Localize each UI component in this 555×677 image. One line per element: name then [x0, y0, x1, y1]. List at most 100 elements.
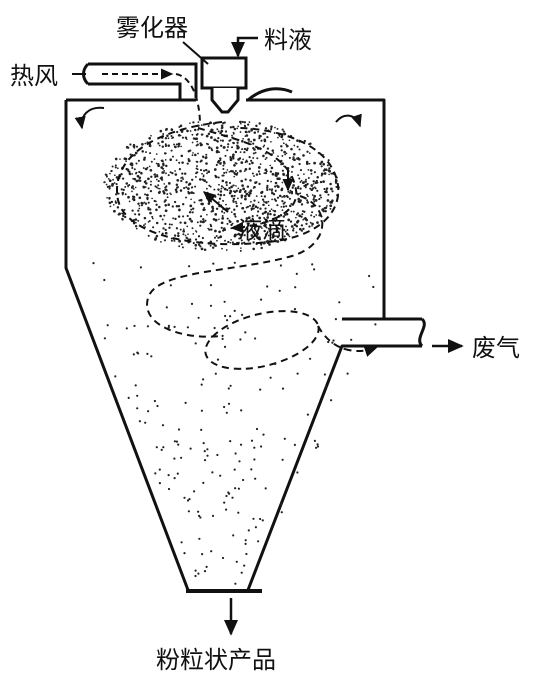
spray-dot — [146, 196, 149, 200]
particle-dot — [313, 439, 316, 442]
falling-particles — [92, 261, 377, 585]
spray-dot — [290, 225, 294, 228]
spray-dot — [243, 234, 246, 237]
spray-dot — [270, 189, 273, 192]
spray-dot — [256, 206, 259, 209]
particle-dot — [250, 468, 253, 471]
particle-dot — [173, 457, 176, 460]
spray-dot — [220, 144, 223, 147]
spray-dot — [331, 201, 333, 204]
spray-dot — [134, 224, 138, 228]
exhaust-pipe — [342, 317, 426, 348]
particle-dot — [242, 478, 245, 482]
spray-dot — [157, 187, 160, 190]
particle-dot — [202, 378, 205, 381]
spray-dot — [264, 207, 267, 210]
particle-dot — [311, 263, 314, 266]
spray-dot — [182, 215, 185, 218]
spray-dot — [202, 156, 205, 159]
spray-dot — [131, 173, 134, 175]
spray-dot — [114, 157, 118, 161]
particle-dot — [226, 319, 229, 322]
spray-dot — [227, 240, 230, 244]
spray-dot — [233, 225, 236, 228]
spray-dot — [325, 190, 328, 194]
spray-dot — [222, 160, 226, 164]
spray-dot — [201, 220, 205, 224]
particle-dot — [175, 440, 178, 443]
spray-dot — [150, 175, 153, 178]
spray-dot — [198, 199, 201, 202]
spray-dot — [313, 200, 316, 203]
particle-dot — [137, 352, 140, 355]
particle-dot — [346, 372, 349, 375]
spray-dot — [109, 172, 111, 175]
spray-dot — [144, 180, 147, 182]
spray-dot — [290, 170, 293, 173]
particle-dot — [165, 306, 168, 309]
spray-dot — [169, 192, 171, 195]
spray-dot — [236, 141, 239, 144]
spray-dot — [254, 151, 257, 154]
spray-dot — [232, 200, 235, 203]
particle-dot — [331, 341, 334, 344]
spray-dot — [285, 212, 289, 216]
particle-dot — [153, 399, 156, 403]
spray-dot — [157, 180, 160, 183]
spray-dot — [205, 142, 208, 145]
spray-dot — [191, 154, 194, 157]
spray-dot — [177, 144, 180, 148]
spray-dot — [177, 215, 181, 218]
spray-dot — [197, 235, 201, 238]
spray-dot — [164, 188, 167, 191]
spray-dot — [175, 159, 178, 162]
particle-dot — [209, 284, 213, 287]
spray-dot — [123, 157, 126, 160]
particle-dot — [280, 503, 283, 506]
particle-dot — [136, 394, 139, 397]
spray-dot — [306, 199, 309, 202]
spray-dot — [213, 236, 217, 239]
spray-dot — [234, 215, 237, 218]
spray-dot — [283, 228, 286, 232]
spray-dot — [322, 169, 326, 172]
spray-dot — [183, 221, 187, 225]
spray-dot — [316, 189, 319, 192]
particle-dot — [180, 456, 183, 459]
spray-dot — [149, 152, 152, 155]
spray-dot — [243, 170, 246, 173]
spray-dot — [178, 167, 182, 171]
particle-dot — [239, 338, 242, 341]
spray-dot — [308, 225, 311, 228]
spray-dot — [228, 139, 231, 142]
spray-dot — [329, 207, 332, 210]
spray-dot — [240, 120, 242, 123]
spray-dot — [167, 137, 170, 140]
spray-dot — [220, 124, 224, 127]
spray-dot — [210, 228, 213, 231]
spray-dot — [314, 187, 317, 190]
particle-dot — [243, 564, 246, 567]
spray-dot — [280, 145, 283, 148]
particle-dot — [229, 440, 232, 443]
spray-dot — [135, 179, 139, 183]
spray-dot — [239, 122, 242, 125]
spray-dot — [192, 192, 195, 195]
spray-dot — [141, 150, 144, 153]
spray-dot — [304, 217, 308, 221]
spray-dot — [247, 138, 251, 141]
spray-dot — [299, 169, 303, 172]
particle-dot — [229, 315, 232, 318]
spray-dot — [296, 212, 300, 215]
particle-dot — [223, 501, 226, 504]
spray-dot — [292, 184, 295, 187]
spray-dot — [194, 238, 198, 241]
particle-dot — [229, 384, 232, 387]
spray-dot — [164, 231, 168, 235]
spray-dot — [175, 143, 178, 146]
spray-dot — [268, 210, 272, 213]
spray-dot — [215, 139, 218, 142]
spray-dot — [267, 227, 270, 230]
spray-dot — [274, 181, 278, 185]
spray-dot — [221, 139, 224, 142]
